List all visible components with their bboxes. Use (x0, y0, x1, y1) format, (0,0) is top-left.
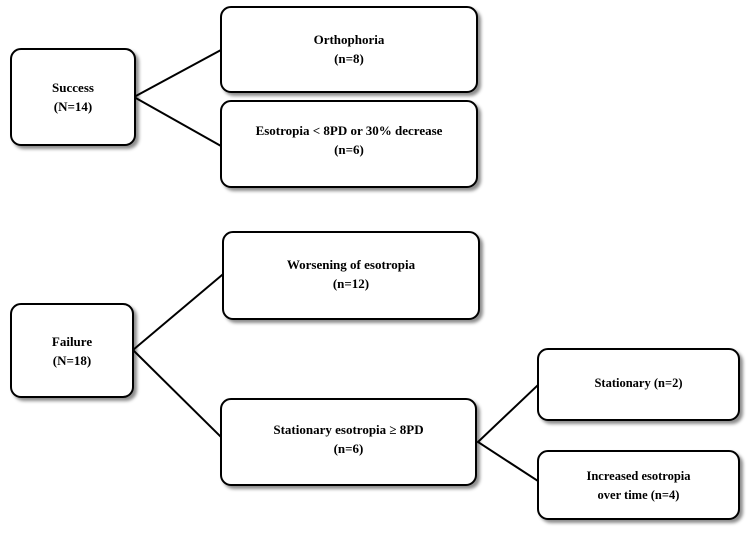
node-orthophoria[interactable]: Orthophoria (n=8) (220, 6, 478, 93)
node-stationary-esotropia[interactable]: Stationary esotropia ≥ 8PD (n=6) (220, 398, 477, 486)
node-esotropia-decrease[interactable]: Esotropia < 8PD or 30% decrease (n=6) (220, 100, 478, 188)
edge-failure-worsening (131, 273, 224, 352)
node-increased-esotropia[interactable]: Increased esotropia over time (n=4) (537, 450, 740, 520)
node-worsening-esotropia[interactable]: Worsening of esotropia (n=12) (222, 231, 480, 320)
node-orthophoria-line2: (n=8) (334, 50, 364, 66)
node-increased-esotropia-line1: Increased esotropia (586, 469, 691, 483)
node-success-line2: (N=14) (53, 99, 93, 114)
edge-success-orthophoria (132, 48, 223, 99)
node-orthophoria-line1: Orthophoria (313, 31, 385, 47)
node-failure[interactable]: Failure (N=18) (10, 303, 134, 398)
node-stationary-esotropia-line2: (n=6) (333, 441, 364, 456)
node-stationary-n2-line1: Stationary (n=2) (594, 376, 683, 390)
edge-stationary-eso-increased4 (476, 440, 540, 483)
node-failure-line1: Failure (51, 333, 93, 349)
edge-success-esotropia-dec (132, 95, 223, 148)
node-increased-esotropia-line2: over time (n=4) (597, 488, 680, 502)
node-success[interactable]: Success (N=14) (10, 48, 136, 146)
node-stationary-n2[interactable]: Stationary (n=2) (537, 348, 740, 421)
node-esotropia-decrease-line1: Esotropia < 8PD or 30% decrease (255, 123, 443, 138)
edge-failure-stationary-eso (131, 348, 224, 440)
node-esotropia-decrease-line2: (n=6) (334, 142, 364, 157)
node-success-line1: Success (52, 80, 94, 95)
edge-stationary-eso-stationary2 (476, 383, 540, 444)
node-worsening-esotropia-line2: (n=12) (332, 275, 370, 291)
node-worsening-esotropia-line1: Worsening of esotropia (286, 256, 416, 272)
node-stationary-esotropia-line1: Stationary esotropia ≥ 8PD (273, 422, 424, 437)
node-failure-line2: (N=18) (52, 352, 92, 368)
